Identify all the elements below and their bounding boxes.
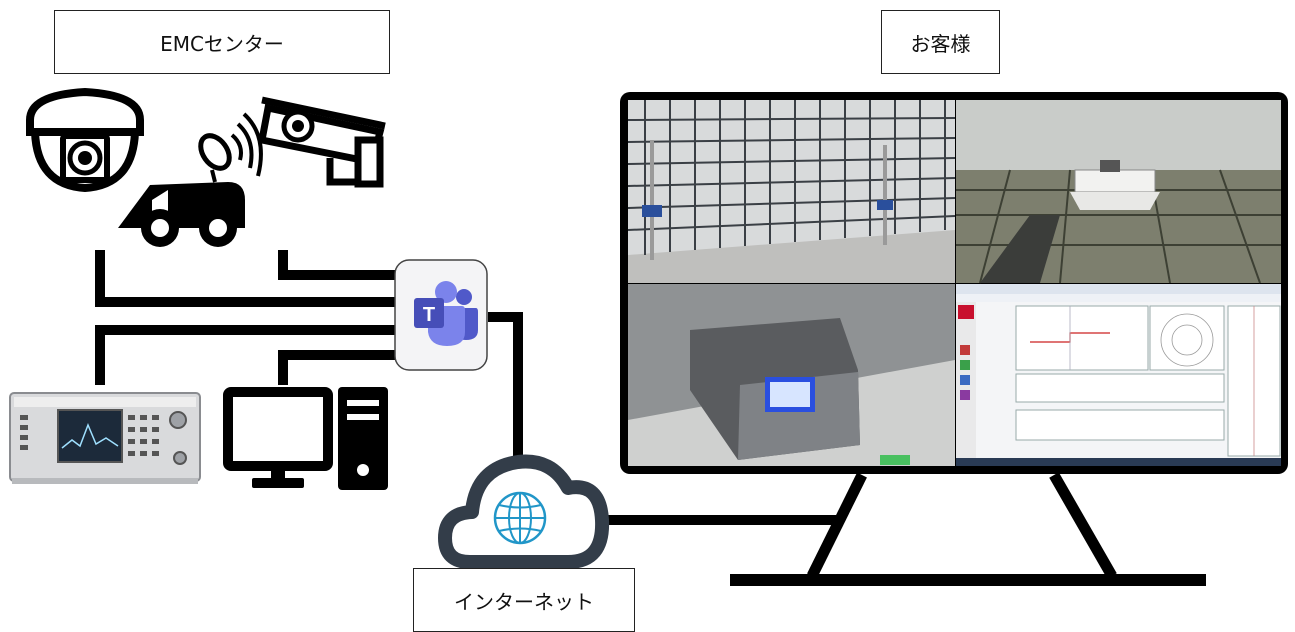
internet-label: インターネット <box>413 568 635 632</box>
customer-label-text: お客様 <box>910 31 971 56</box>
chamber-view-1 <box>627 100 956 283</box>
chamber-view-2 <box>956 100 1281 284</box>
desktop-pc-icon <box>223 387 388 490</box>
emc-center-label-text: EMCセンター <box>160 31 284 56</box>
line-van-to-teams <box>95 250 400 307</box>
line-analyzer-to-teams <box>95 325 400 385</box>
line-pc-to-teams <box>278 350 400 385</box>
satellite-van-icon <box>118 112 263 247</box>
bullet-camera-icon <box>257 96 386 188</box>
software-view <box>956 284 1281 466</box>
monitor-icon <box>620 92 1288 586</box>
spectrum-analyzer-icon <box>9 392 201 484</box>
customer-label: お客様 <box>881 10 1000 74</box>
connection-lines <box>95 250 836 525</box>
line-camera-to-teams <box>278 250 400 280</box>
cloud-globe-icon <box>438 454 610 569</box>
teams-icon: T <box>394 259 488 371</box>
emc-center-label: EMCセンター <box>54 10 390 74</box>
analyzer-view <box>628 284 955 466</box>
dome-camera-icon <box>26 87 144 193</box>
svg-text:T: T <box>423 304 435 326</box>
internet-label-text: インターネット <box>454 589 594 614</box>
line-teams-to-cloud <box>488 312 523 458</box>
